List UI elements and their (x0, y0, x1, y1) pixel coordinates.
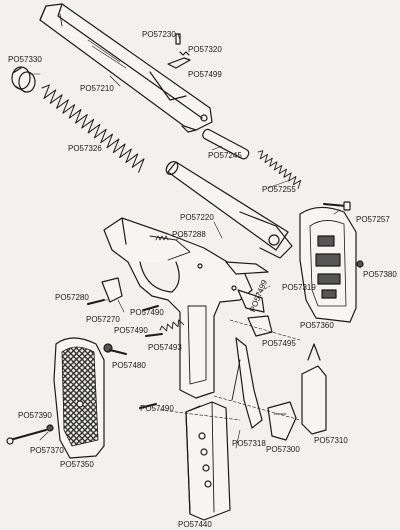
part-label-p57230: PO57230 (142, 30, 176, 39)
part-label-p57288: PO57288 (172, 230, 206, 239)
small-pins (87, 277, 163, 409)
recoil-spring (41, 84, 145, 173)
part-label-p57330: PO57330 (8, 55, 42, 64)
part-label-p57490-b: PO57490 (114, 326, 148, 335)
left-grip-panel (53, 337, 105, 459)
part-label-p57318: PO57318 (232, 439, 266, 448)
part-label-p57245: PO57245 (208, 151, 242, 160)
part-label-p57490-a: PO57490 (130, 308, 164, 317)
part-label-p57270: PO57270 (86, 315, 120, 324)
extractor-parts (167, 33, 191, 69)
right-grip-panel (299, 206, 364, 323)
firing-pin-spring (257, 150, 302, 189)
guide-rod (202, 128, 250, 160)
part-label-p57220: PO57220 (180, 213, 214, 222)
part-label-p57255: PO57255 (262, 185, 296, 194)
trigger-bar (225, 261, 273, 337)
part-label-p57360: PO57360 (300, 321, 334, 330)
label-leaders (29, 33, 361, 449)
grip-screw-left (6, 424, 54, 445)
part-label-p57493: PO57493 (148, 343, 182, 352)
part-label-p57326: PO57326 (68, 144, 102, 153)
part-label-p57310: PO57310 (314, 436, 348, 445)
part-label-p57210: PO57210 (80, 84, 114, 93)
mainspring-housing (267, 343, 327, 441)
part-label-p57480: PO57480 (112, 361, 146, 370)
part-label-p57499-slide: PO57499 (188, 70, 222, 79)
part-label-p57380: PO57380 (363, 270, 397, 279)
barrel-bushing (11, 66, 36, 93)
slide (39, 3, 213, 133)
part-label-p57370: PO57370 (30, 446, 64, 455)
part-label-p57280: PO57280 (55, 293, 89, 302)
part-label-p57440: PO57440 (178, 520, 212, 529)
part-label-p57300: PO57300 (266, 445, 300, 454)
leader-lines (159, 231, 301, 421)
part-label-p57390: PO57390 (18, 411, 52, 420)
grip-screw-right (323, 201, 351, 211)
part-label-p57320: PO57320 (188, 45, 222, 54)
hammer-strut (231, 337, 263, 429)
sear-spring (159, 319, 185, 332)
frame (103, 217, 253, 399)
barrel (165, 160, 293, 259)
part-label-p57319: PO57319 (282, 283, 316, 292)
part-label-p57495: PO57495 (262, 339, 296, 348)
magazine (185, 401, 231, 521)
part-label-p57257: PO57257 (356, 215, 390, 224)
part-label-p57490-c: PO57490 (140, 404, 174, 413)
part-label-p57350: PO57350 (60, 460, 94, 469)
